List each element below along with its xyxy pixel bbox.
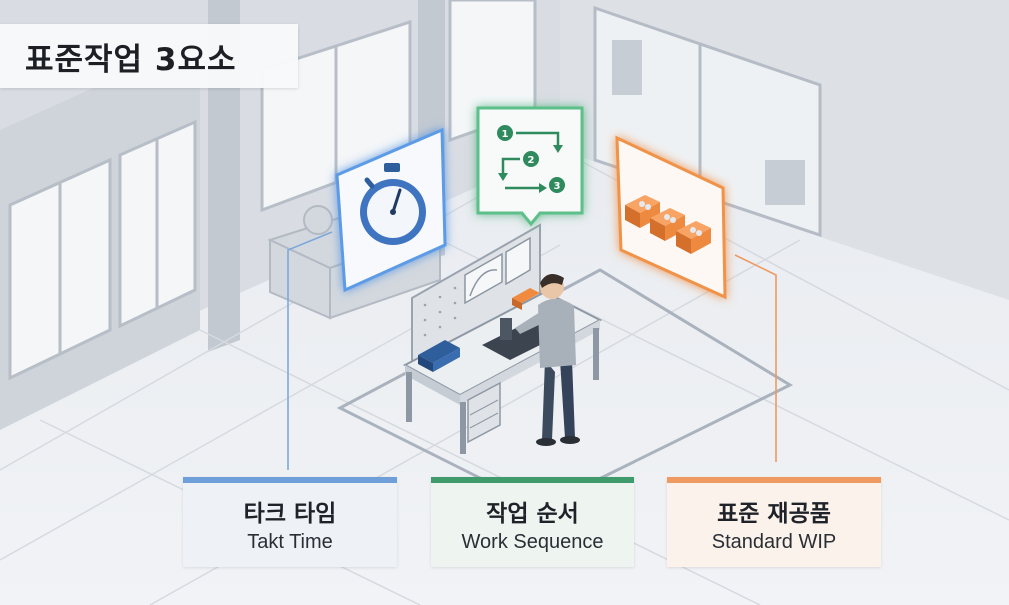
work-sequence-card: 작업 순서 Work Sequence xyxy=(431,477,634,567)
standard-wip-card: 표준 재공품 Standard WIP xyxy=(667,477,881,567)
takt-time-label-en: Takt Time xyxy=(247,531,333,553)
standard-wip-card-bar xyxy=(667,477,881,483)
sequence-step-1: 1 xyxy=(502,129,509,140)
sequence-step-3: 3 xyxy=(554,181,561,192)
work-sequence-label-en: Work Sequence xyxy=(461,531,604,553)
leader-lines xyxy=(287,231,777,470)
standard-wip-panel xyxy=(615,135,727,300)
work-sequence-label-ko: 작업 순서 xyxy=(486,501,579,527)
takt-time-label-ko: 타크 타임 xyxy=(243,501,337,527)
page-title-box: 표준작업 3요소 xyxy=(0,24,298,88)
page-title: 표준작업 3요소 xyxy=(25,41,237,78)
stopwatch-icon xyxy=(360,163,426,245)
work-sequence-panel: 1 2 3 xyxy=(476,106,584,227)
parts-bins-icon xyxy=(625,195,711,254)
workbench xyxy=(402,223,603,454)
takt-time-card-bar xyxy=(183,477,397,483)
takt-time-card: 타크 타임 Takt Time xyxy=(183,477,397,567)
standard-wip-label-ko: 표준 재공품 xyxy=(717,501,831,527)
factory-wall-left xyxy=(0,0,560,430)
standard-wip-label-en: Standard WIP xyxy=(711,531,837,553)
takt-time-panel xyxy=(335,127,447,293)
sequence-flow-icon: 1 2 3 xyxy=(497,125,565,193)
work-sequence-card-bar xyxy=(431,477,634,483)
worker-figure xyxy=(515,274,580,446)
sequence-step-2: 2 xyxy=(528,155,535,166)
